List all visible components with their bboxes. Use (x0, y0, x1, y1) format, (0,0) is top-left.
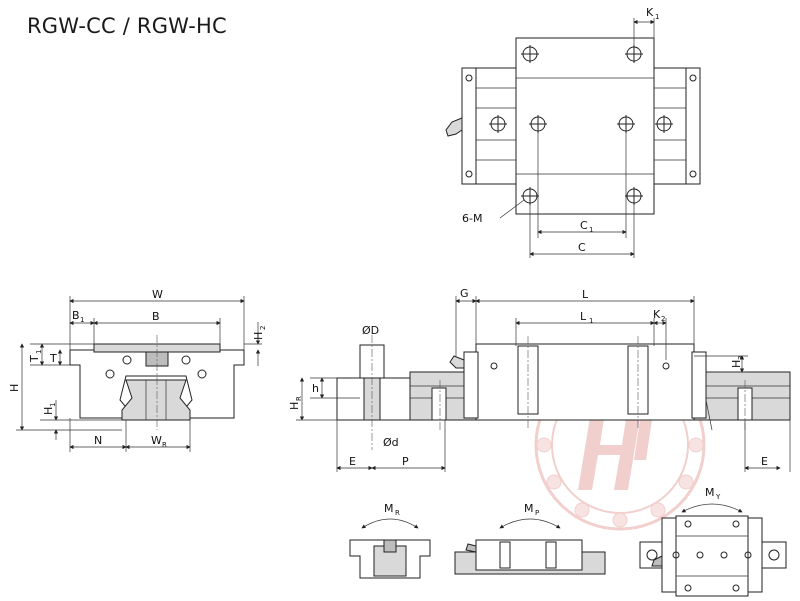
block-front-outline (69, 349, 245, 419)
dim-hr-sub: R (295, 396, 303, 401)
dim-c1-label: C (580, 219, 588, 232)
moment-my-sub: Y (715, 493, 721, 501)
dim-l1-sub: 1 (589, 317, 593, 325)
moment-mr-sub: R (395, 509, 400, 517)
dim-k2-label: K (653, 308, 661, 321)
moment-mr: M R (349, 502, 431, 579)
dim-h-lower-label: h (312, 382, 319, 395)
dim-b1-sub: 1 (80, 316, 84, 324)
end-seal-left (461, 67, 477, 185)
dim-k2-sub: 2 (661, 315, 665, 323)
moment-my-label: M (705, 486, 715, 499)
dim-k1-sub: 1 (655, 13, 659, 21)
moment-my: M Y (639, 486, 787, 597)
dim-h2-label: H (252, 332, 265, 340)
moment-mr-label: M (384, 502, 394, 515)
dim-k1-label: K (646, 6, 654, 19)
dim-hr-label: H (288, 402, 301, 410)
dim-od-label: ØD (362, 324, 379, 337)
dim-t1-label: T (28, 355, 41, 363)
dim-c1-sub: 1 (589, 226, 593, 234)
dim-sd-label: Ød (383, 436, 399, 449)
moment-mp: M P (454, 502, 606, 575)
dim-h1-sub: 1 (49, 403, 57, 407)
moment-mp-label: M (524, 502, 534, 515)
drawing-title: RGW-CC / RGW-HC (27, 14, 227, 38)
end-seal-right (685, 67, 701, 185)
dim-t-label: T (49, 352, 57, 365)
dim-e-right-label: E (761, 455, 768, 468)
grease-nipple-top (445, 117, 463, 137)
side-view: G L L 1 K 2 H 3 E (409, 287, 791, 472)
dim-h2-sub: 2 (259, 326, 267, 330)
dim-t1-sub: 1 (35, 350, 43, 354)
rail-profile-front (121, 379, 191, 421)
dim-e-left-label: E (349, 455, 356, 468)
dim-g-label: G (460, 287, 469, 300)
front-view: W B 1 B H 2 T 1 T H H 1 N (8, 288, 267, 452)
grease-nipple-side (449, 355, 465, 369)
block-side-outline (475, 343, 695, 421)
dim-p-label: P (402, 455, 409, 468)
dim-h3-sub: 3 (737, 356, 745, 360)
dim-6m-label: 6-M (462, 212, 482, 225)
dim-wr-sub: R (162, 441, 167, 449)
dim-c-label: C (578, 241, 586, 254)
dim-n-label: N (94, 434, 102, 447)
moment-mp-sub: P (535, 509, 539, 517)
dim-h-label: H (8, 384, 21, 392)
dim-l1-label: L (580, 310, 587, 323)
dim-wr-label: W (151, 434, 162, 447)
block-top-outline (515, 37, 655, 215)
dim-h3-label: H (730, 360, 743, 368)
dim-l-label: L (582, 288, 589, 301)
dim-w-label: W (152, 288, 163, 301)
top-view: K 1 6-M C 1 C (445, 6, 701, 258)
mounting-holes-top (489, 45, 673, 205)
dim-h1-label: H (42, 407, 55, 415)
dim-b-label: B (152, 310, 160, 323)
dim-b1-label: B (72, 309, 80, 322)
